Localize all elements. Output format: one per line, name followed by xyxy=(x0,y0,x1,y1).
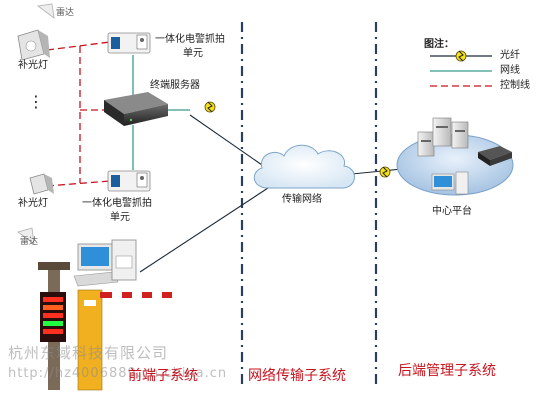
watermark-company: 杭州东域科技有限公司 xyxy=(8,344,169,362)
legend xyxy=(430,50,492,87)
fiber-marker-backend xyxy=(379,166,391,178)
legend-cable-label: 网线 xyxy=(500,65,520,76)
legend-control-label: 控制线 xyxy=(500,80,530,91)
front-computer-icon xyxy=(73,239,137,287)
camera-bottom-label-line2: 单元 xyxy=(110,212,130,223)
fill-light-icon-top xyxy=(17,29,50,61)
ellipsis-indicator: ⋮ xyxy=(28,92,44,111)
section-network-title: 网络传输子系统 xyxy=(248,368,346,384)
control-lines xyxy=(46,41,111,187)
center-platform-label: 中心平台 xyxy=(432,206,472,217)
fill-light-top-label: 补光灯 xyxy=(18,60,48,71)
watermark-url: http://hz4006889.cn.china.cn xyxy=(8,366,228,381)
transmission-network-cloud xyxy=(253,144,355,189)
terminal-server-icon xyxy=(104,92,168,126)
section-front-title: 前端子系统 xyxy=(128,368,198,384)
legend-fiber-label: 光纤 xyxy=(500,50,520,61)
terminal-server-label: 终端服务器 xyxy=(150,80,200,91)
radar-top-label: 雷达 xyxy=(56,8,75,18)
radar-icon-bottom xyxy=(17,227,35,245)
camera-icon-top xyxy=(107,32,151,54)
network-label: 传输网络 xyxy=(282,194,322,205)
section-backend-title: 后端管理子系统 xyxy=(398,363,496,379)
camera-top-label-line2: 单元 xyxy=(183,48,203,59)
center-platform-icon xyxy=(396,117,514,196)
camera-icon-bottom xyxy=(107,170,151,192)
fiber-lines xyxy=(139,114,413,273)
barrier-gate-icon xyxy=(77,289,180,391)
camera-bottom-label-line1: 一体化电警抓拍 xyxy=(82,198,152,209)
camera-top-label-line1: 一体化电警抓拍 xyxy=(155,34,225,45)
fill-light-bottom-label: 补光灯 xyxy=(18,198,48,209)
legend-title: 图注： xyxy=(424,39,454,50)
front-traffic-pole-icon xyxy=(38,262,70,390)
radar-bottom-label: 雷达 xyxy=(20,237,39,247)
fill-light-icon-bottom xyxy=(29,173,54,195)
fiber-marker-front xyxy=(204,101,216,113)
radar-icon-top xyxy=(36,3,55,19)
